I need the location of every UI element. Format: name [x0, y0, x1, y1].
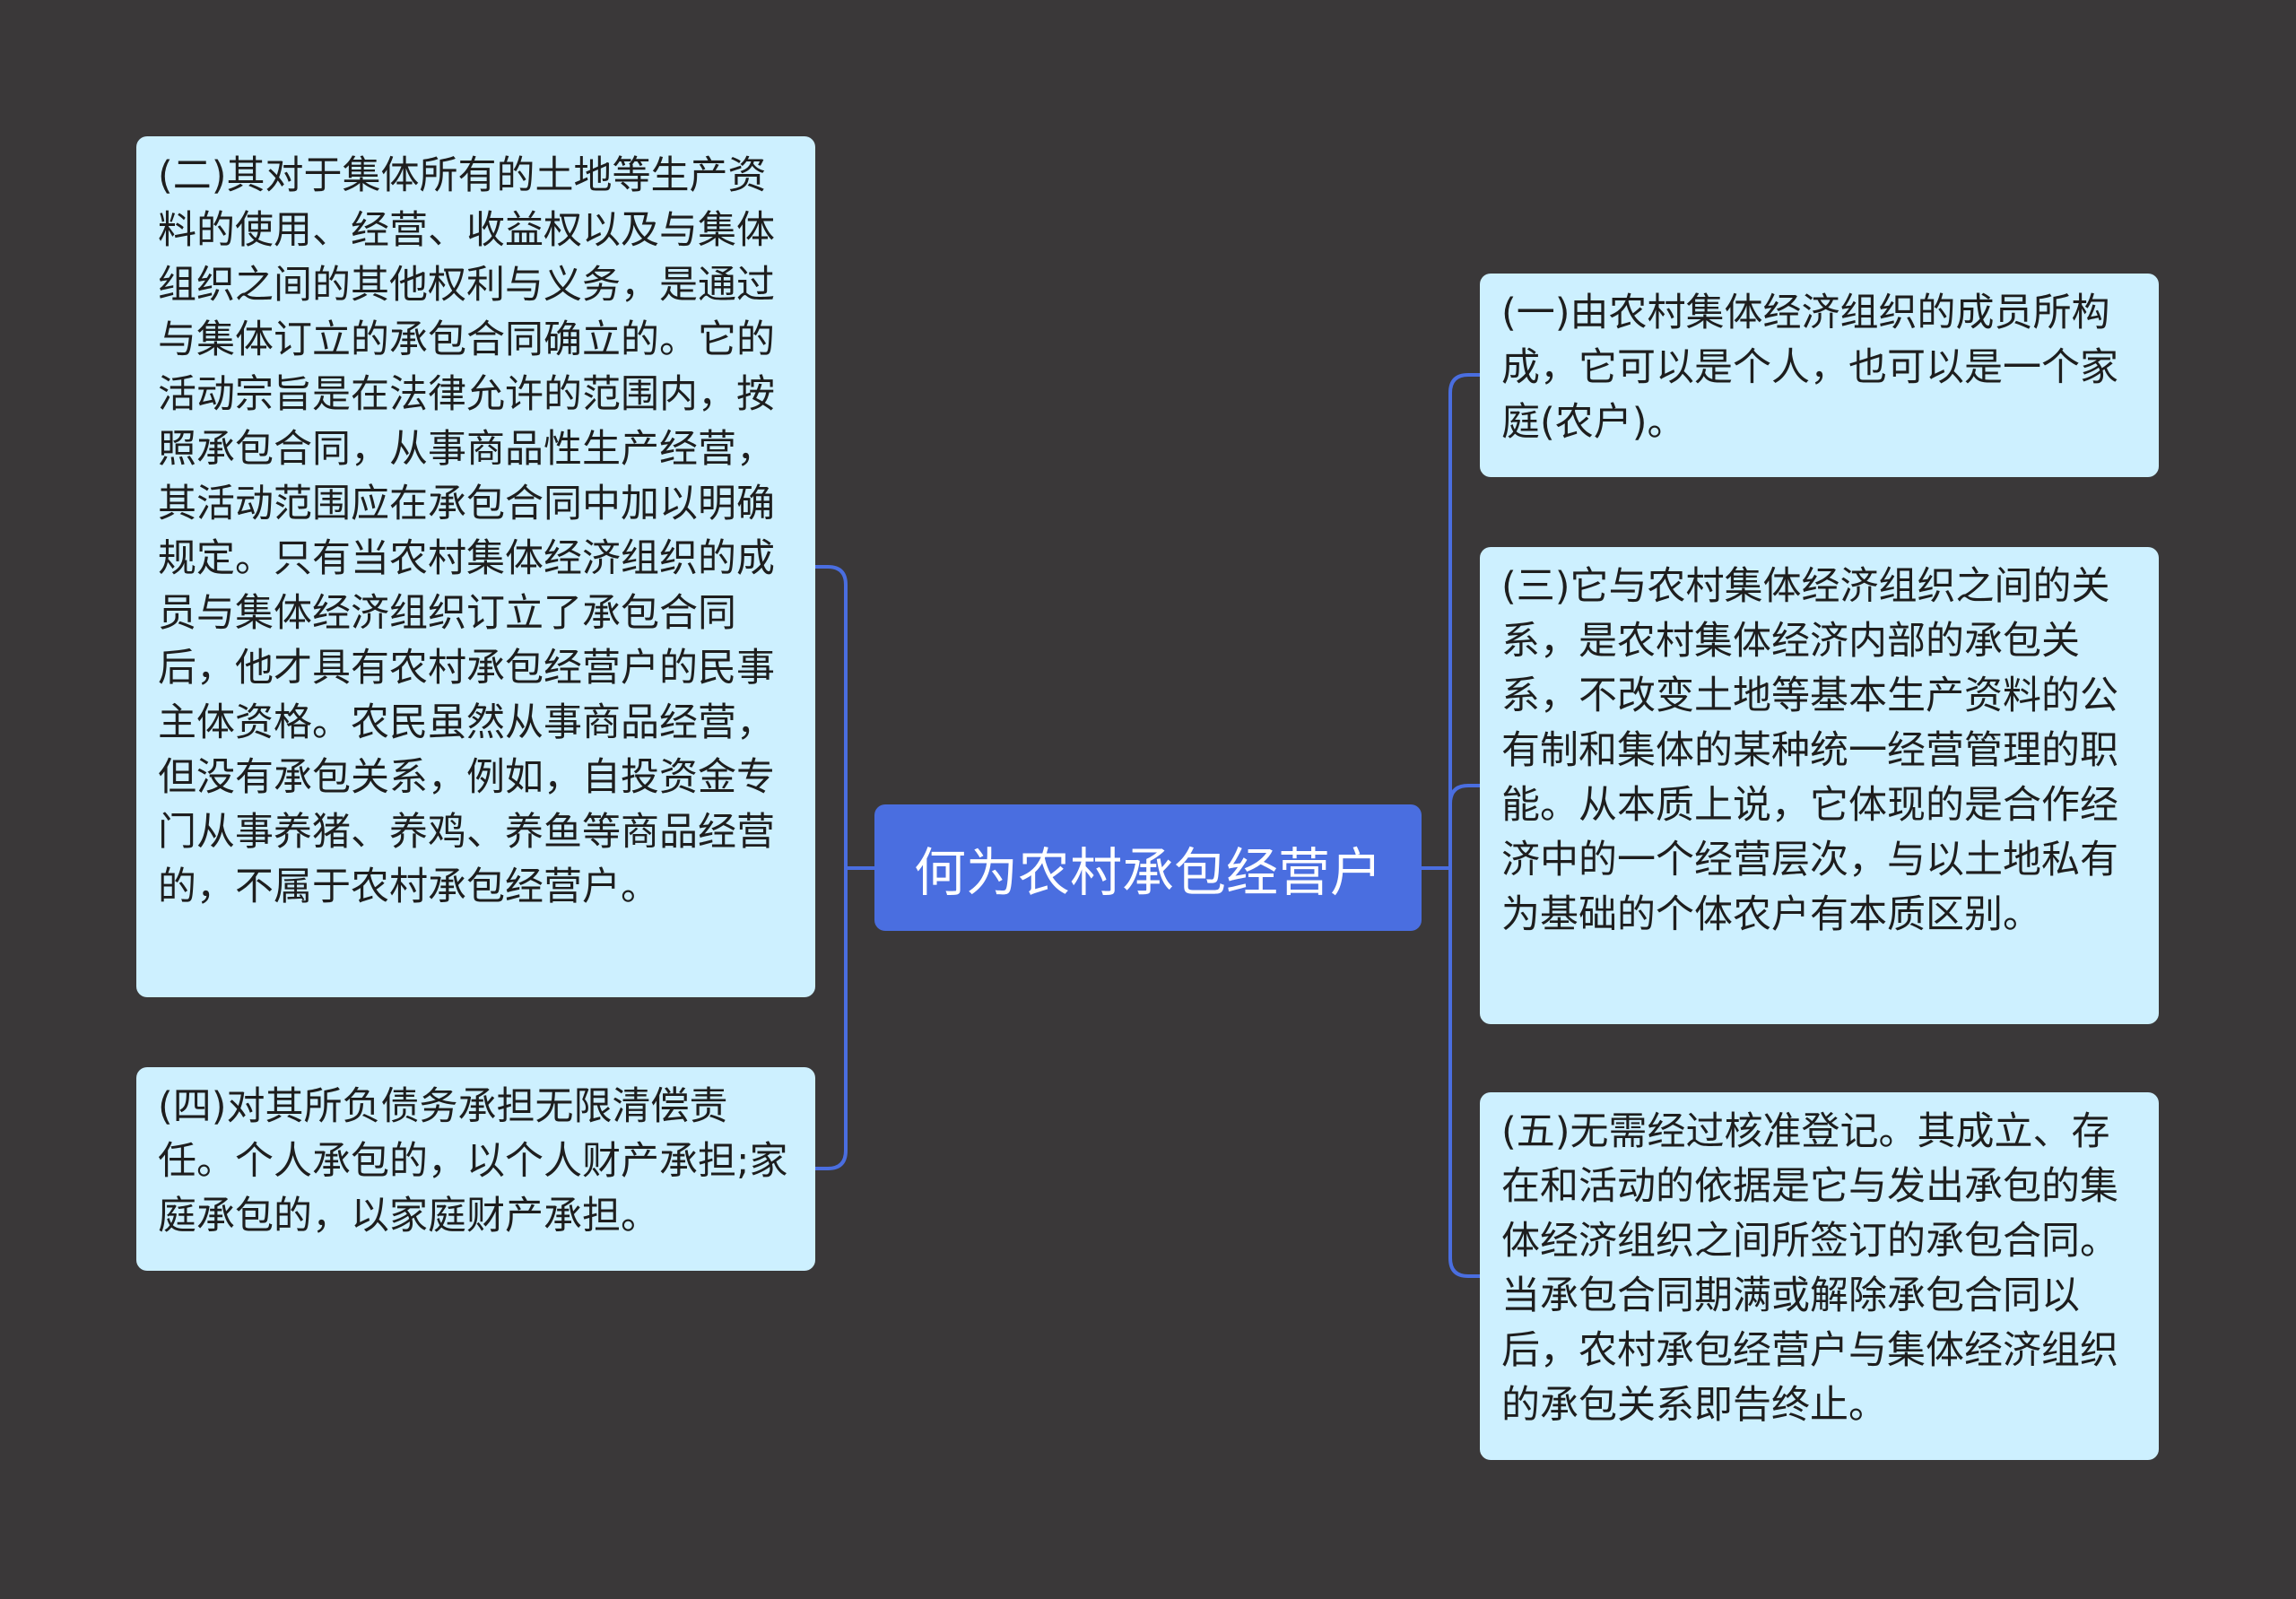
connector-right-2 — [1448, 784, 1480, 868]
topic-node-left-1[interactable]: (二)其对于集体所有的土地等生产资料的使用、经营、收益权以及与集体组织之间的其他… — [136, 136, 815, 997]
connector-right-1 — [1448, 373, 1480, 868]
topic-node-right-2[interactable]: (三)它与农村集体经济组织之间的关系，是农村集体经济内部的承包关系，不改变土地等… — [1480, 547, 2159, 1024]
topic-node-right-3[interactable]: (五)无需经过核准登记。其成立、存在和活动的依据是它与发出承包的集体经济组织之间… — [1480, 1092, 2159, 1460]
connector-right-3 — [1448, 868, 1480, 1278]
connector-left-1 — [815, 565, 848, 868]
connector-left-2 — [815, 868, 848, 1170]
central-topic[interactable]: 何为农村承包经营户 — [874, 804, 1422, 931]
topic-node-right-1[interactable]: (一)由农村集体经济组织的成员所构成，它可以是个人，也可以是一个家庭(农户)。 — [1480, 274, 2159, 477]
topic-node-left-2[interactable]: (四)对其所负债务承担无限清偿责任。个人承包的，以个人财产承担;家庭承包的，以家… — [136, 1067, 815, 1271]
central-topic-label: 何为农村承包经营户 — [913, 841, 1382, 903]
